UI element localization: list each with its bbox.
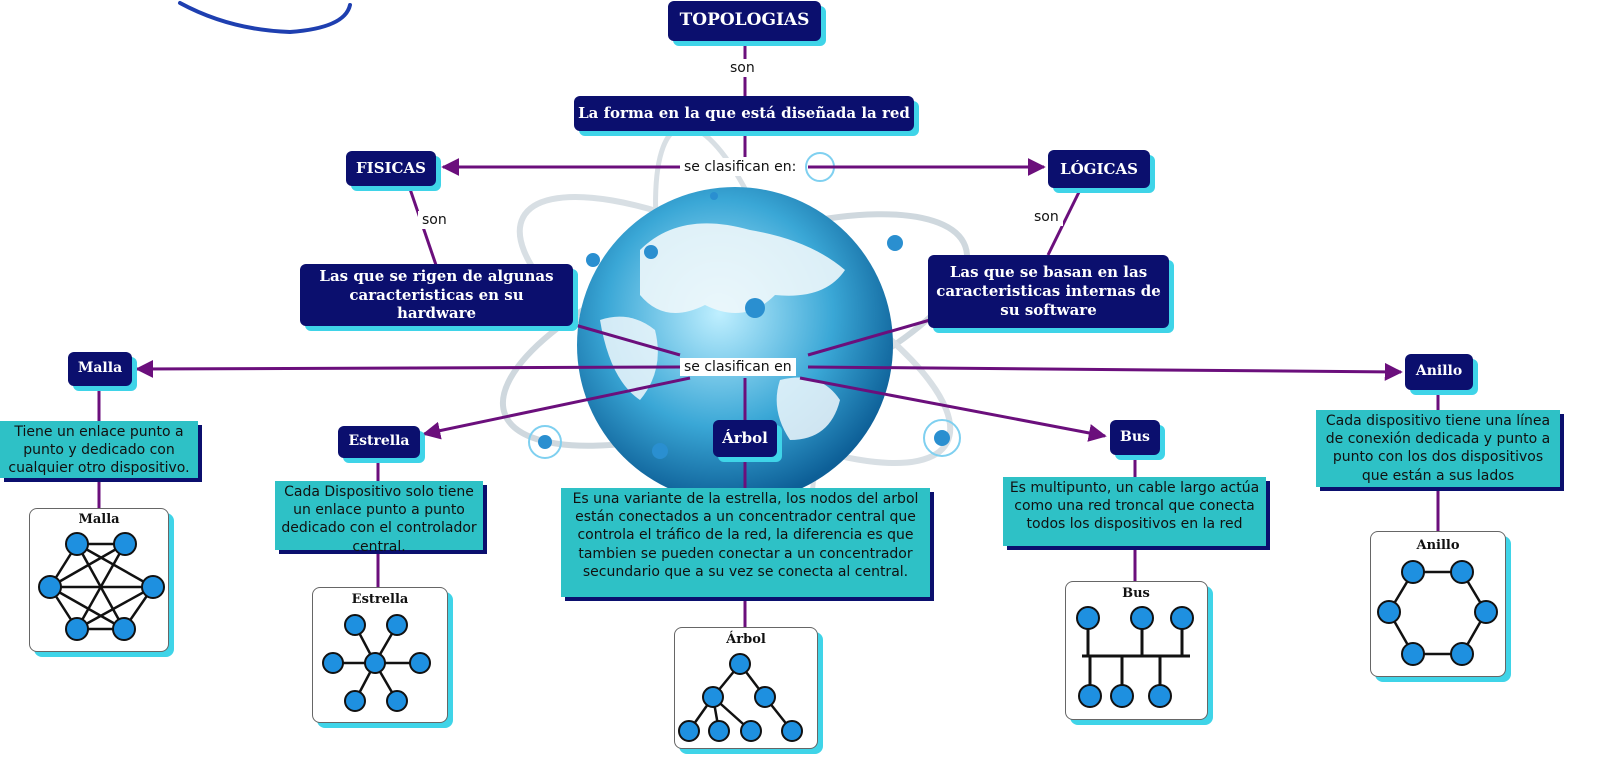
malla-node: Malla [68,352,132,386]
arbol-diagram: Árbol [674,627,818,749]
device-icon [1148,684,1172,708]
globe-icon [499,124,971,536]
anillo-node: Anillo [1405,354,1473,390]
device-icon [386,614,408,636]
malla-description: Tiene un enlace punto a punto y dedicado… [0,421,198,478]
estrella-description: Cada Dispositivo solo tiene un enlace pu… [275,481,483,555]
device-icon [409,652,431,674]
son-link-logicas: son [1030,208,1063,226]
pen-scribble [178,1,352,35]
anillo-diagram-title: Anillo [1415,538,1459,553]
fisicas-node: FISICAS [346,151,436,186]
estrella-diagram-title: Estrella [352,592,409,607]
device-icon [386,690,408,712]
device-icon [781,720,803,742]
device-icon [1076,606,1100,630]
device-icon [344,614,366,636]
device-icon [1130,606,1154,630]
logicas-description: Las que se basan en las caracteristicas … [928,255,1169,328]
device-icon [754,686,776,708]
hub-icon [364,652,386,674]
device-icon [65,617,89,641]
son-link-root: son [726,59,759,77]
malla-diagram-title: Malla [78,512,120,527]
logicas-node: LÓGICAS [1048,150,1150,188]
definition-node: La forma en la que está diseñada la red [574,96,914,131]
device-icon [740,720,762,742]
device-icon [65,532,89,556]
malla-diagram: Malla [29,508,169,652]
arbol-description: Es una variante de la estrella, los nodo… [561,488,930,597]
classification-link: se clasifican en: [680,158,801,176]
device-icon [344,690,366,712]
estrella-diagram: Estrella [312,587,448,723]
device-icon [38,575,62,599]
fisicas-description: Las que se rigen de algunas caracteristi… [300,264,573,326]
device-icon [1401,560,1425,584]
device-icon [322,652,344,674]
device-icon [1450,642,1474,666]
device-icon [1377,600,1401,624]
bus-diagram: Bus [1065,581,1208,720]
anillo-diagram: Anillo [1370,531,1506,677]
device-icon [1450,560,1474,584]
device-icon [1401,642,1425,666]
device-icon [113,532,137,556]
device-icon [1110,684,1134,708]
son-link-fisicas: son [418,211,451,229]
types-link: se clasifican en [680,358,796,376]
estrella-node: Estrella [338,426,420,458]
topologias-node: TOPOLOGIAS [668,1,821,41]
device-icon [141,575,165,599]
device-icon [1474,600,1498,624]
device-icon [1078,684,1102,708]
arbol-node: Árbol [713,420,777,457]
device-icon [702,686,724,708]
device-icon [1170,606,1194,630]
bus-description: Es multipunto, un cable largo actúa como… [1003,477,1266,546]
device-icon [678,720,700,742]
bus-node: Bus [1110,420,1160,455]
arbol-diagram-title: Árbol [725,631,766,647]
device-icon [708,720,730,742]
anillo-description: Cada dispositivo tiene una línea de cone… [1316,410,1560,487]
bus-diagram-title: Bus [1122,586,1150,601]
device-icon [112,617,136,641]
device-icon [729,653,751,675]
